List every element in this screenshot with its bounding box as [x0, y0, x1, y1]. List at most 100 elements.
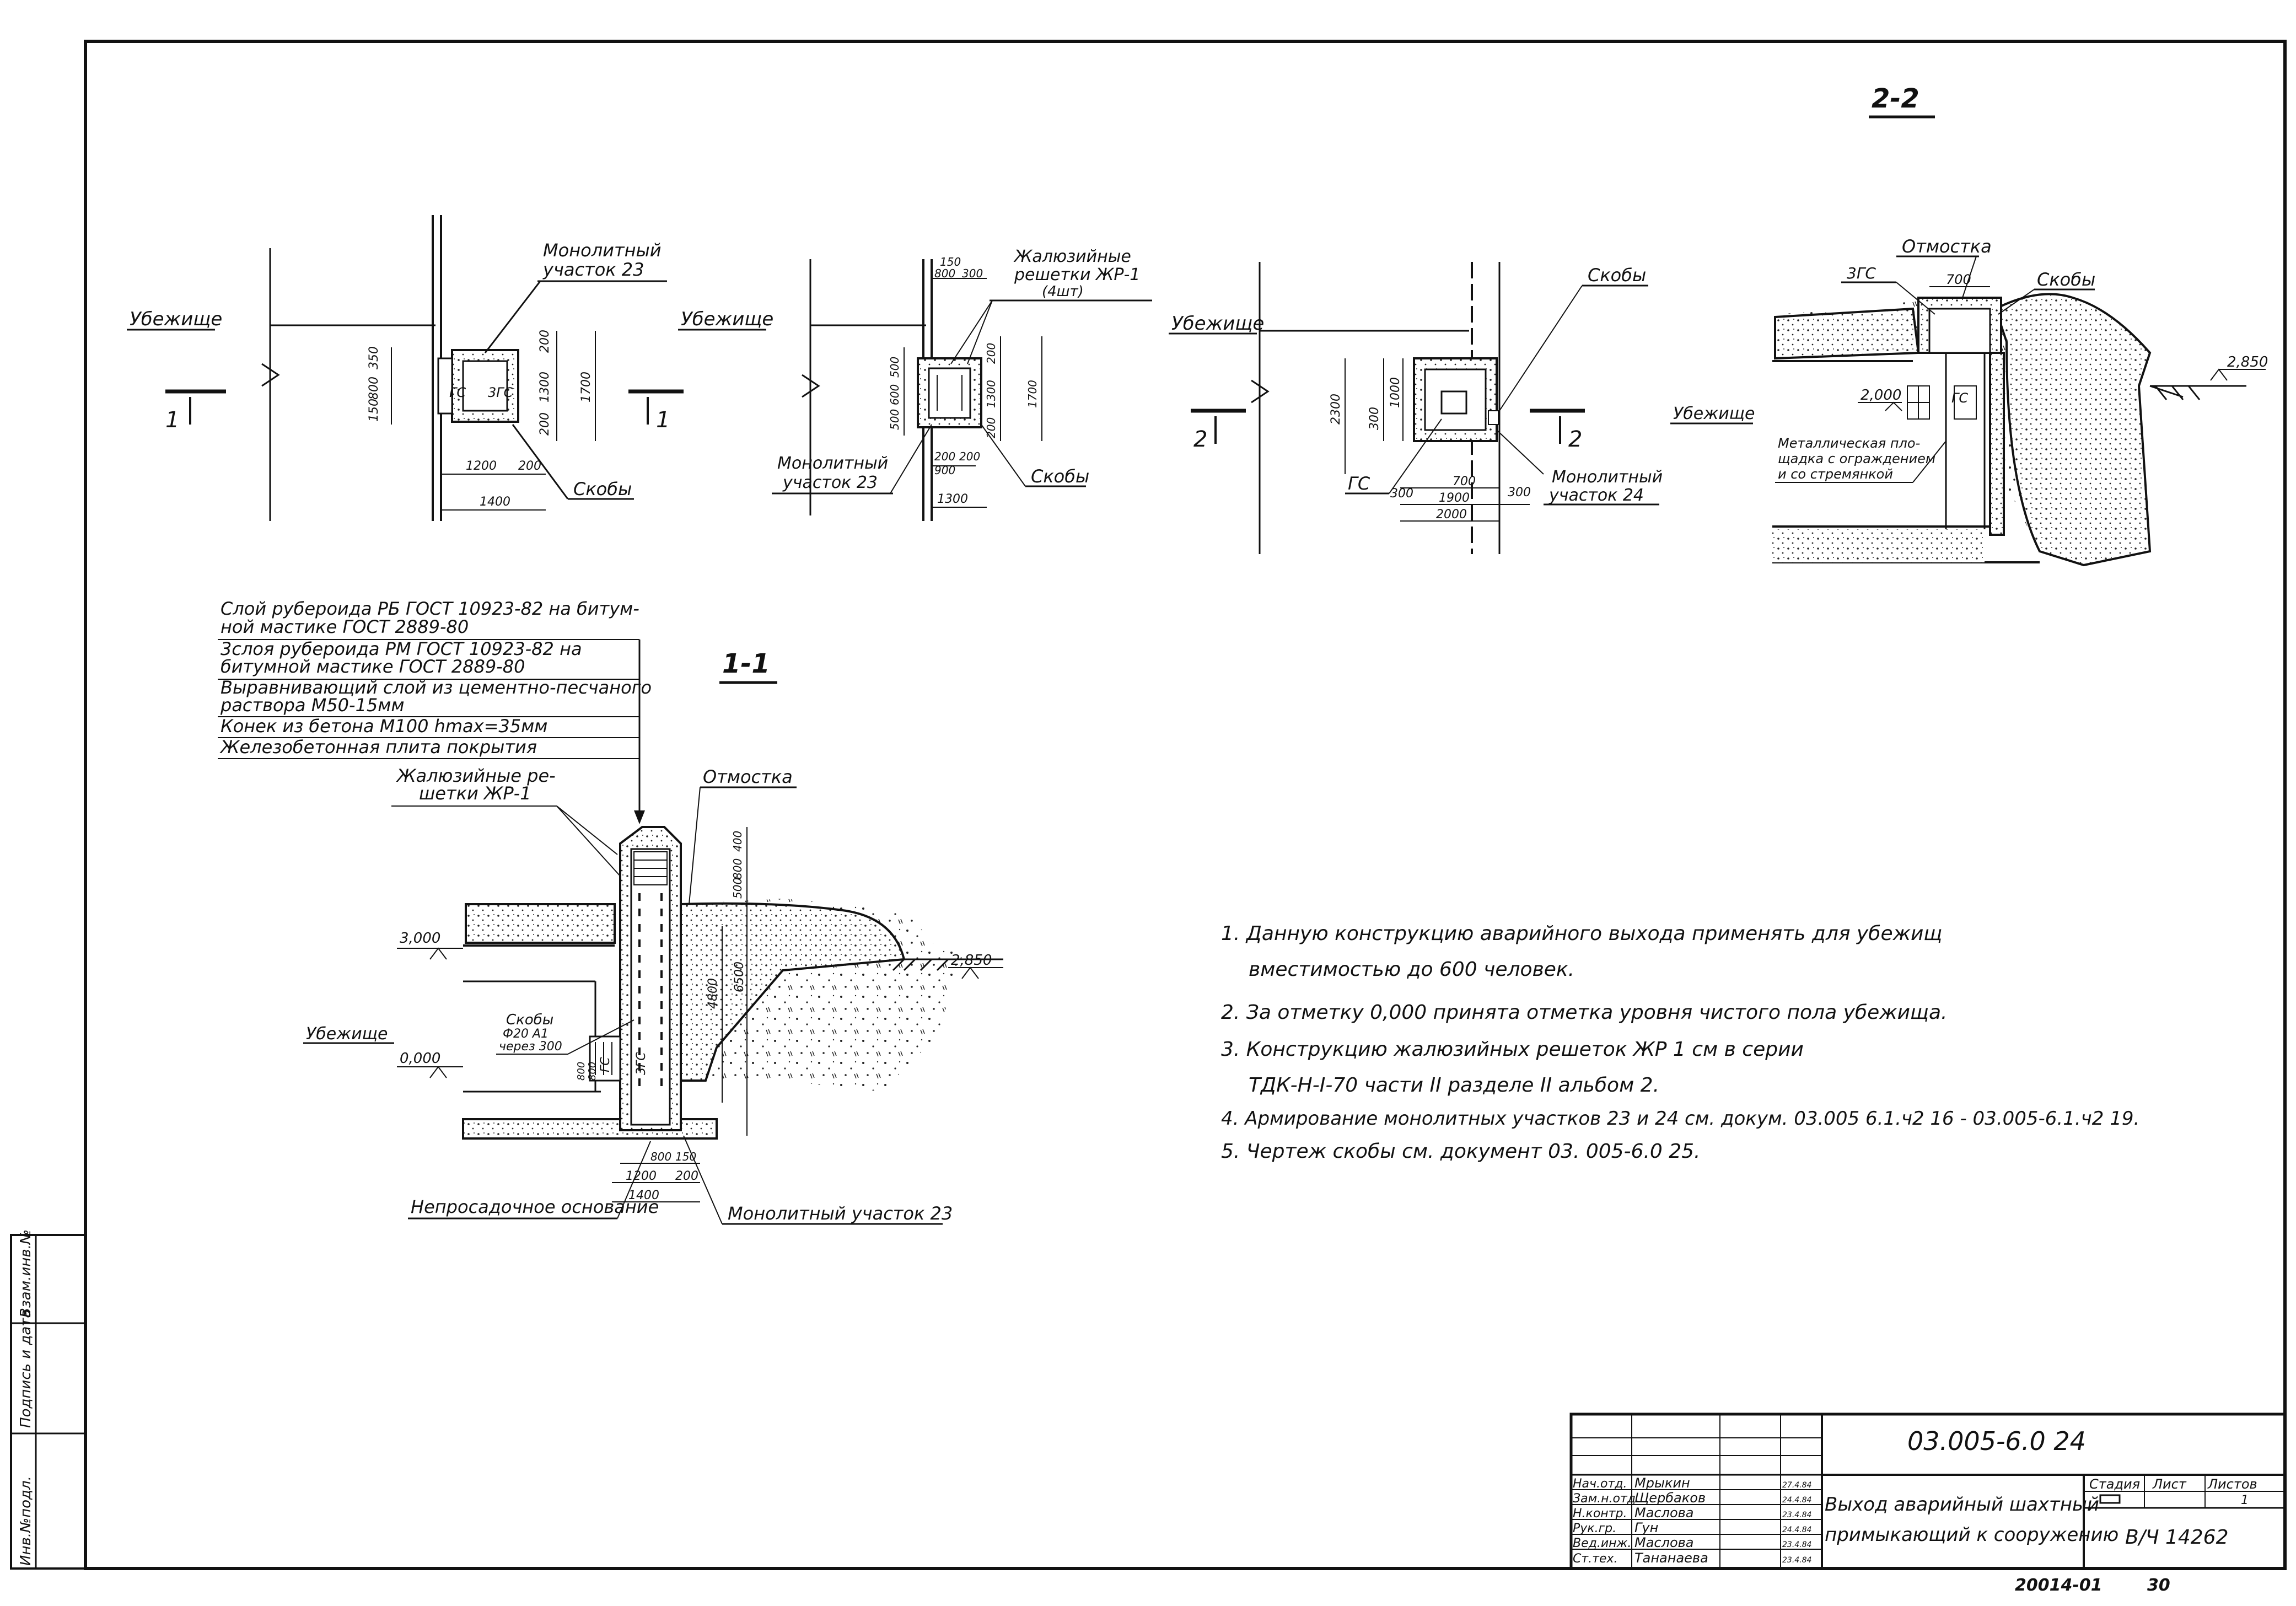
plan-c-dim-300a: 300	[1390, 487, 1413, 501]
side-stamp-replace: Взам.инв.№	[18, 1229, 34, 1318]
sheet-frame	[84, 40, 2287, 1570]
stamp-row-2-date: 23.4.84	[1782, 1511, 1811, 1519]
s11-gs: ГС	[599, 1057, 612, 1072]
s11-dim-1400b: 1400	[628, 1189, 659, 1202]
plan-a-dim-200h: 200	[518, 459, 541, 473]
stamp-row-1-role: Зам.н.отд.	[1573, 1492, 1639, 1506]
layer-1a: Слой рубероида РБ ГОСТ 10923-82 на битум…	[221, 598, 639, 619]
plan-c-dim-1900: 1900	[1439, 491, 1470, 505]
plan-c-label-shelter: Убежище	[1171, 313, 1264, 335]
section-2-2-title: 2-2	[1872, 83, 1919, 114]
s22-label-shelter: Убежище	[1673, 404, 1755, 423]
plan-c: Убежище Скобы ГС Монолитный участок 24 2…	[1169, 262, 1663, 554]
plan-c-section-mark-right: 2	[1568, 427, 1582, 452]
s22-label-gs: ГС	[1951, 390, 1968, 406]
layer-4: Конек из бетона М100 hmax=35мм	[221, 716, 547, 737]
s22-platform-1: Металлическая пло-	[1778, 436, 1920, 451]
plan-b-louver-2: решетки ЖР-1	[1014, 265, 1140, 284]
plan-c-dim-300b: 300	[1508, 486, 1531, 499]
s11-dim-200b: 200	[675, 1169, 698, 1183]
note-5: 5. Чертеж скобы см. документ 03. 005-6.0…	[1221, 1140, 1701, 1163]
footer-code: 20014-01	[2015, 1576, 2103, 1595]
plan-a-dim-350: 350	[367, 346, 381, 369]
layer-2b: битумной мастике ГОСТ 2889-80	[221, 656, 525, 677]
note-1a: 1. Данную конструкцию аварийного выхода …	[1221, 922, 1942, 945]
plan-c-dim-700: 700	[1453, 475, 1476, 488]
stamp-row-4-date: 23.4.84	[1782, 1540, 1811, 1549]
s11-3gs: 3ГС	[635, 1052, 648, 1075]
plan-c-label-brackets: Скобы	[1588, 265, 1646, 286]
s22-level-2000: 2,000	[1861, 387, 1901, 404]
plan-a-dim-1400: 1400	[480, 495, 510, 509]
plan-a-label-monolith-1: Монолитный	[543, 240, 662, 261]
plan-c-section-mark-left: 2	[1193, 427, 1207, 452]
plan-a-dim-1200: 1200	[466, 459, 497, 473]
s22-platform-2: щадка с ограждением	[1778, 451, 1935, 466]
plan-b-dim-500a: 500	[888, 409, 901, 430]
plan-b-dim-1700: 1700	[1026, 380, 1039, 408]
stamp-row-3-date: 24.4.84	[1782, 1526, 1811, 1534]
plan-a-section-mark-right: 1	[656, 407, 670, 433]
stamp-doc-code: 03.005-6.0 24	[1907, 1426, 2086, 1456]
s11-brackets-3: через 300	[499, 1040, 562, 1054]
s11-level-3000: 3,000	[400, 930, 440, 947]
stamp-header-sheet: Лист	[2152, 1476, 2187, 1492]
plan-c-dim-1000: 1000	[1389, 377, 1402, 408]
stamp-row-0-date: 27.4.84	[1782, 1481, 1811, 1490]
stamp-stage-mark	[2099, 1494, 2121, 1504]
s11-brackets-1: Скобы	[506, 1012, 553, 1028]
s11-dim-800b: 800	[650, 1150, 671, 1163]
plan-b-louver-3: (4шт)	[1042, 283, 1084, 300]
stamp-row-0-name: Мрыкин	[1634, 1475, 1690, 1491]
plan-b-dim-1300b: 1300	[937, 492, 968, 506]
plan-a: ГС 3ГС Убежище Монолитный участок 23 Ско…	[127, 215, 684, 521]
s11-label-monolith: Монолитный участок 23	[728, 1203, 953, 1224]
note-2: 2. За отметку 0,000 принята отметка уров…	[1221, 1001, 1947, 1024]
note-3b: ТДК-Н-I-70 части II разделе II альбом 2.	[1249, 1074, 1659, 1097]
side-stamp-inv: Инв.№подл.	[18, 1476, 34, 1566]
plan-c-label-gs: ГС	[1348, 473, 1370, 494]
s22-label-3gs: 3ГС	[1847, 264, 1876, 282]
plan-a-label-brackets: Скобы	[573, 479, 632, 499]
s11-label-shelter: Убежище	[306, 1024, 388, 1044]
stamp-header-stage: Стадия	[2089, 1476, 2140, 1492]
s11-louver-2: шетки ЖР-1	[419, 783, 531, 804]
footer-page: 30	[2147, 1576, 2170, 1595]
s22-label-otmostka: Отмостка	[1902, 236, 1992, 257]
stamp-sheets-value: 1	[2241, 1494, 2249, 1507]
section-1-1: 1-1 Слой рубероида РБ ГОСТ 10923-82 на б…	[218, 598, 1003, 1225]
plan-c-monolith-2: участок 24	[1548, 486, 1644, 505]
side-stamp-sign: Подпись и дата	[18, 1309, 34, 1428]
layer-5: Железобетонная плита покрытия	[219, 737, 537, 758]
plan-a-dim-1300: 1300	[538, 372, 552, 402]
plan-b-monolith-2: участок 23	[782, 473, 878, 492]
plan-b-dim-600: 600	[888, 384, 901, 405]
plan-b-dim-150: 150	[940, 255, 961, 268]
stamp-header-sheets: Листов	[2207, 1476, 2257, 1492]
plan-b-dim-800: 800	[934, 267, 955, 280]
stamp-row-1-date: 24.4.84	[1782, 1496, 1811, 1505]
s11-dim-500: 500	[731, 878, 744, 899]
plan-a-label-shelter: Убежище	[130, 308, 222, 330]
plan-a-gs: ГС	[449, 385, 466, 400]
plan-a-dim-800: 800	[367, 377, 381, 400]
s11-dim-800l-b: 800	[587, 1062, 598, 1081]
stamp-org: В/Ч 14262	[2125, 1526, 2228, 1549]
plan-a-dim-1700: 1700	[579, 372, 593, 402]
stamp-row-5-role: Ст.тех.	[1573, 1552, 1618, 1566]
s22-label-brackets: Скобы	[2037, 269, 2095, 290]
plan-b-dim-300: 300	[962, 267, 983, 280]
stamp-row-0-role: Нач.отд.	[1573, 1477, 1627, 1491]
s11-louver-1: Жалюзийные ре-	[396, 765, 556, 786]
stamp-title-1: Выход аварийный шахтный	[1825, 1494, 2099, 1516]
stamp-row-2-role: Н.контр.	[1573, 1507, 1627, 1521]
plan-a-label-monolith-2: участок 23	[542, 259, 644, 280]
s11-dim-800: 800	[731, 858, 744, 879]
plan-a-dim-150: 150	[367, 399, 381, 422]
s11-level-0000: 0,000	[400, 1050, 440, 1067]
stamp-row-2-name: Маслова	[1634, 1505, 1693, 1521]
plan-b-dim-200d: 200	[959, 450, 980, 463]
stamp-row-1-name: Щербаков	[1634, 1490, 1706, 1506]
plan-b-label-brackets: Скобы	[1031, 466, 1089, 487]
